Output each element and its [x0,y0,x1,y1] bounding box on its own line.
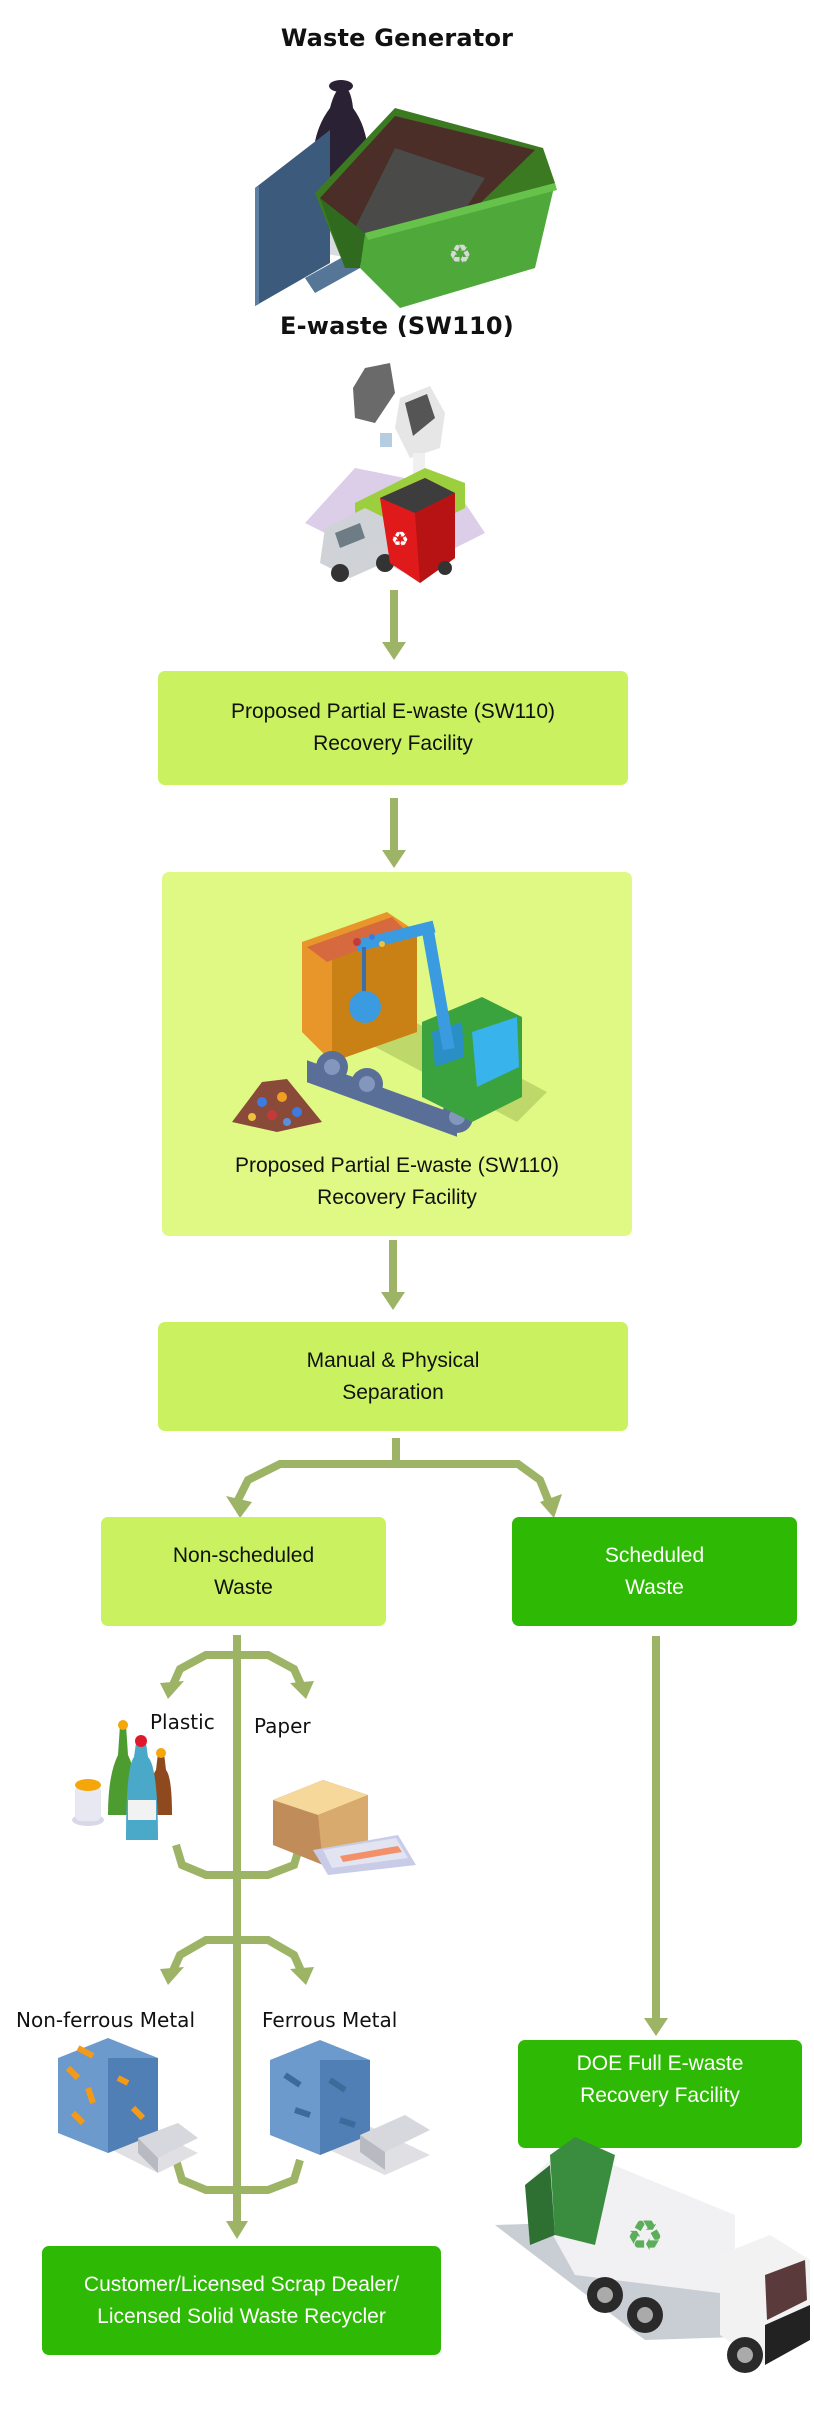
paper-box-newspaper-illustration [273,1780,416,1875]
non-scheduled-line2: Waste [214,1575,273,1599]
skip-bin-icon: ♻ [315,108,557,308]
e-waste-subtitle: E-waste (SW110) [280,312,514,340]
non-scheduled-connector [160,1635,314,2239]
svg-text:♻: ♻ [626,2212,664,2259]
waste-generator-title: Waste Generator [280,24,514,52]
proposed-facility-2-line1: Proposed Partial E-waste (SW110) [234,1154,560,1177]
doe-facility-line1: DOE Full E-waste [576,2052,744,2075]
customer-recycler-box: Customer/Licensed Scrap Dealer/ Licensed… [42,2246,441,2355]
proposed-facility-2-line2: Recovery Facility [317,1186,477,1209]
non-ferrous-bale-illustration [58,2038,198,2173]
proposed-facility-box-2: Proposed Partial E-waste (SW110) Recover… [162,872,632,1236]
branch-connector-separation [226,1438,562,1518]
falling-e-waste-icon [353,363,445,483]
customer-line2: Licensed Solid Waste Recycler [97,2304,386,2328]
scheduled-line1: Scheduled [604,1543,705,1567]
manual-separation-box: Manual & Physical Separation [158,1322,628,1431]
arrow-down-scheduled [644,1636,668,2036]
non-scheduled-waste-box: Non-scheduled Waste [101,1517,386,1626]
arrow-down-3 [381,1240,405,1310]
non-ferrous-metal-label: Non-ferrous Metal [16,2008,195,2032]
monitor-icon [255,130,330,306]
plastic-label: Plastic [150,1710,215,1734]
e-waste-pile-icon [232,1079,322,1132]
svg-text:♻: ♻ [391,529,409,551]
recycling-truck-illustration: ♻ [495,2137,810,2373]
plastic-bottles-illustration [72,1720,172,1840]
scheduled-waste-box: Scheduled Waste [512,1517,797,1626]
doe-facility-box: DOE Full E-waste Recovery Facility [518,2040,802,2148]
crane-dump-truck-illustration [302,912,547,1137]
collection-truck-illustration: ♻ [305,363,485,583]
proposed-facility-1-line1: Proposed Partial E-waste (SW110) [230,700,556,723]
separation-line2: Separation [342,1380,444,1404]
ferrous-metal-label: Ferrous Metal [262,2008,398,2032]
proposed-facility-box-1: Proposed Partial E-waste (SW110) Recover… [158,671,628,785]
arrow-down-2 [382,798,406,868]
proposed-facility-1-line2: Recovery Facility [313,732,473,755]
paper-label: Paper [254,1714,311,1738]
scheduled-line2: Waste [625,1575,684,1599]
doe-facility-line2: Recovery Facility [580,2084,740,2107]
non-scheduled-line1: Non-scheduled [172,1543,315,1567]
red-bin-icon: ♻ [380,478,455,583]
separation-line1: Manual & Physical [306,1348,480,1372]
arrow-down-1 [382,590,406,660]
ferrous-bale-illustration [270,2040,430,2175]
skip-bin-illustration: ♻ [255,80,557,308]
svg-text:♻: ♻ [448,239,471,269]
customer-line1: Customer/Licensed Scrap Dealer/ [83,2272,400,2296]
